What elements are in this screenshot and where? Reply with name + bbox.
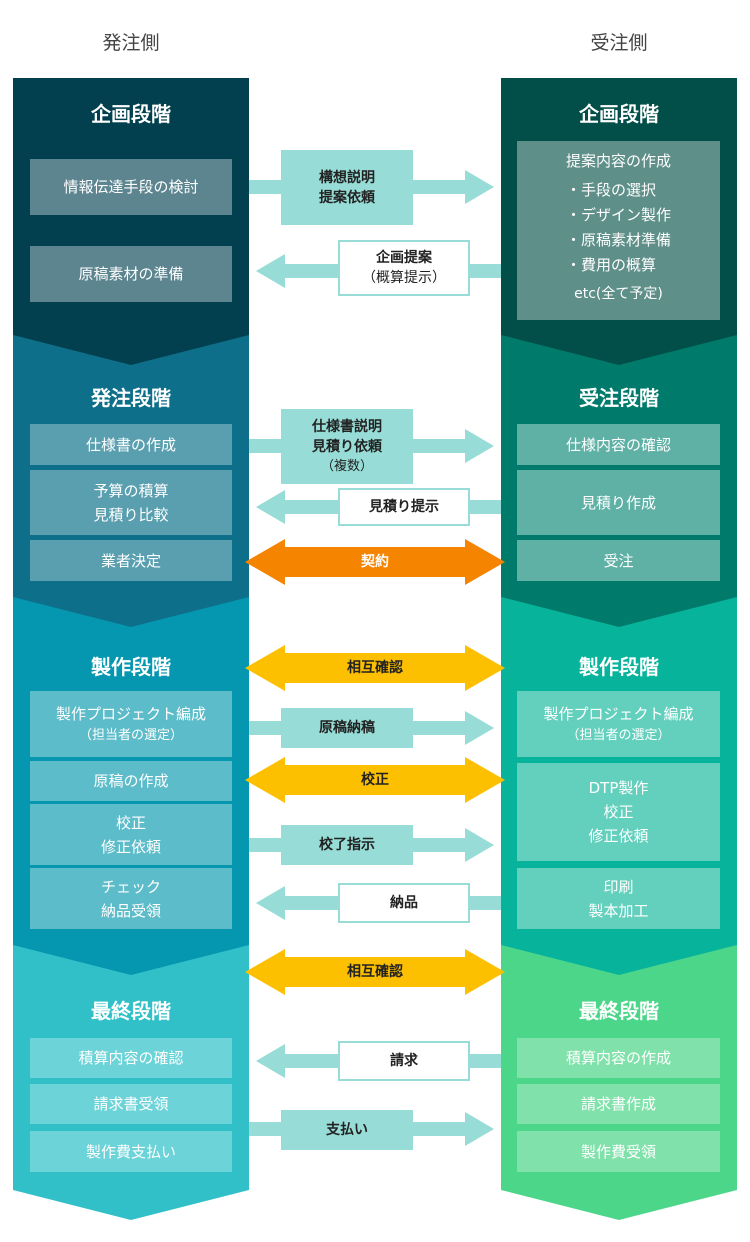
stage-title: 最終段階 (579, 999, 659, 1023)
stage-title: 企画段階 (579, 102, 659, 126)
vendor-stage-production: 製作段階 製作プロジェクト編成 （担当者の選定） DTP製作校正修正依頼 印刷製本… (501, 597, 737, 975)
flow-label-estimate: 見積り提示 (338, 488, 470, 526)
step-box: 予算の積算見積り比較 (30, 470, 232, 535)
step-text: DTP製作 (588, 779, 649, 797)
flow-label-mutual-check: 相互確認 (347, 660, 403, 676)
client-side-header: 発注側 (102, 32, 160, 54)
flow-text: 構想説明 (319, 169, 375, 186)
flow-label-manuscript: 原稿納稿 (281, 708, 413, 748)
bullet-item: ・原稿素材準備 (565, 231, 671, 249)
step-text: 修正依頼 (100, 837, 161, 856)
flow-text: （概算提示） (362, 270, 446, 286)
vendor-stage-planning: 企画段階 提案内容の作成 ・手段の選択 ・デザイン製作 ・原稿素材準備 ・費用の… (501, 78, 737, 365)
client-stage-order: 発注段階 仕様書の作成 予算の積算見積り比較 業者決定 (13, 335, 249, 627)
step-box: 受注 (517, 540, 720, 581)
step-box: 積算内容の確認 (30, 1038, 232, 1078)
step-box: 業者決定 (30, 540, 232, 581)
step-text: 見積り比較 (93, 505, 169, 524)
step-box: 見積り作成 (517, 470, 720, 535)
step-box: 積算内容の作成 (517, 1038, 720, 1078)
flow-label-spec: 仕様書説明見積り依頼 （複数） (281, 409, 413, 484)
step-text: 校正 (115, 813, 146, 832)
flow-label-invoice: 請求 (338, 1041, 470, 1081)
double-arrow (245, 757, 505, 803)
vendor-side-header: 受注側 (590, 32, 648, 54)
step-box: 仕様内容の確認 (517, 424, 720, 465)
step-box: 印刷製本加工 (517, 868, 720, 929)
proposal-etc: etc(全て予定) (574, 286, 663, 302)
step-box: 製作費支払い (30, 1131, 232, 1172)
flow-label-final-proof: 校了指示 (281, 825, 413, 865)
step-text: 製本加工 (588, 901, 649, 920)
bullet-item: ・費用の概算 (565, 256, 656, 274)
stage-title: 発注段階 (91, 386, 171, 410)
step-subtext: （担当者の選定） (566, 728, 671, 743)
stage-title: 企画段階 (91, 102, 171, 126)
flow-text: 提案依頼 (319, 189, 375, 206)
flow-label-payment: 支払い (281, 1110, 413, 1150)
step-text: 印刷 (603, 877, 634, 896)
double-arrow (245, 539, 505, 585)
step-box: 製作費受領 (517, 1131, 720, 1172)
step-text: 製作プロジェクト編成 (543, 705, 694, 723)
flow-label-proposal: 企画提案 （概算提示） (338, 240, 470, 296)
client-stage-final: 最終段階 積算内容の確認 請求書受領 製作費支払い (13, 945, 249, 1220)
flow-label-contract: 契約 (361, 554, 389, 570)
proposal-box: 提案内容の作成 ・手段の選択 ・デザイン製作 ・原稿素材準備 ・費用の概算 et… (517, 141, 720, 320)
double-arrow (245, 949, 505, 995)
vendor-stage-order: 受注段階 仕様内容の確認 見積り作成 受注 (501, 335, 737, 627)
proposal-title: 提案内容の作成 (565, 152, 671, 170)
step-box: DTP製作校正修正依頼 (517, 763, 720, 861)
flow-label-proofing: 校正 (361, 772, 389, 788)
flow-text: （複数） (320, 458, 373, 474)
stage-title: 受注段階 (579, 386, 659, 410)
step-text: チェック (100, 877, 161, 896)
flow-text: 企画提案 (376, 250, 432, 266)
stage-title: 製作段階 (91, 655, 171, 679)
flow-label-mutual-check-2: 相互確認 (347, 964, 403, 980)
client-stage-production: 製作段階 製作プロジェクト編成 （担当者の選定） 原稿の作成 校正修正依頼 チェッ… (13, 597, 249, 975)
flow-label-delivery: 納品 (338, 883, 470, 923)
step-box: 原稿素材の準備 (30, 246, 232, 302)
client-stage-planning: 企画段階 情報伝達手段の検討 原稿素材の準備 (13, 78, 249, 365)
step-box: 情報伝達手段の検討 (30, 159, 232, 215)
step-text: 修正依頼 (588, 827, 649, 845)
step-box: 請求書受領 (30, 1084, 232, 1124)
step-subtext: （担当者の選定） (78, 728, 183, 743)
step-box: 製作プロジェクト編成 （担当者の選定） (30, 691, 232, 757)
step-text: 製作プロジェクト編成 (55, 705, 206, 723)
flow-text: 仕様書説明 (312, 418, 382, 435)
bullet-item: ・デザイン製作 (565, 206, 671, 224)
bullet-item: ・手段の選択 (565, 181, 656, 199)
flow-label-concept: 構想説明提案依頼 (281, 150, 413, 225)
step-text: 予算の積算 (93, 481, 169, 500)
step-box: 原稿の作成 (30, 761, 232, 801)
stage-title: 最終段階 (91, 999, 171, 1023)
step-text: 校正 (603, 803, 634, 821)
flow-text: 見積り依頼 (312, 438, 382, 455)
step-text: 納品受領 (100, 901, 161, 920)
vendor-stage-final: 最終段階 積算内容の作成 請求書作成 製作費受領 (501, 945, 737, 1220)
double-arrow (245, 645, 505, 691)
stage-title: 製作段階 (579, 655, 659, 679)
step-box: 校正修正依頼 (30, 804, 232, 865)
step-box: 請求書作成 (517, 1084, 720, 1124)
proposal-bullets: ・手段の選択 ・デザイン製作 ・原稿素材準備 ・費用の概算 (566, 178, 671, 278)
step-box: 製作プロジェクト編成 （担当者の選定） (517, 691, 720, 757)
step-box: チェック納品受領 (30, 868, 232, 929)
step-box: 仕様書の作成 (30, 424, 232, 465)
